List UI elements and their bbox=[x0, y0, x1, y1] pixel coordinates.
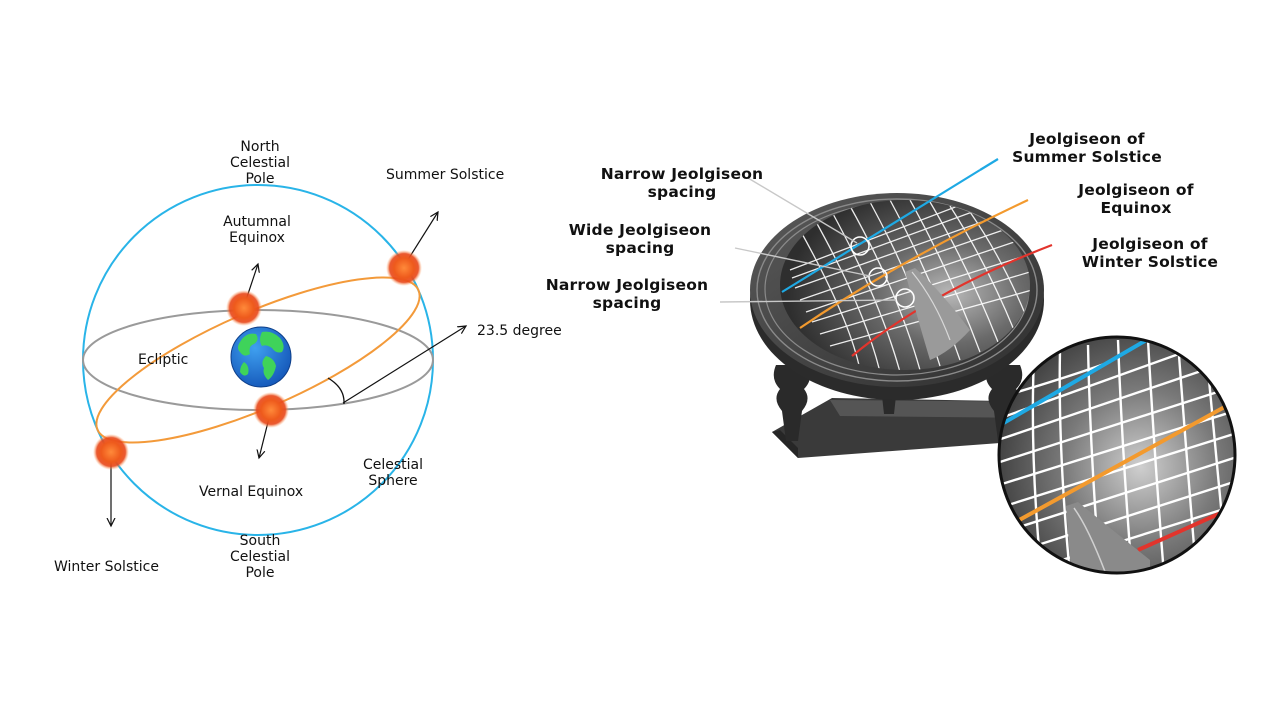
sundial-gnomon bbox=[905, 268, 970, 360]
label-narrow-spacing-bottom: Narrow Jeolgiseon spacing bbox=[545, 276, 709, 312]
label-summer-solstice: Summer Solstice bbox=[386, 167, 505, 183]
narrow-spacing-marker-bottom bbox=[895, 288, 915, 308]
label-angle: 23.5 degree bbox=[477, 323, 562, 339]
label-north-celestial-pole: North Celestial Pole bbox=[229, 139, 291, 187]
label-celestial-sphere: Celestial Sphere bbox=[362, 457, 424, 489]
sun-winter-solstice-icon bbox=[93, 434, 129, 470]
label-winter-solstice: Winter Solstice bbox=[54, 559, 159, 575]
label-vernal-equinox: Vernal Equinox bbox=[199, 484, 304, 500]
earth-icon bbox=[230, 326, 292, 388]
sun-vernal-equinox-icon bbox=[253, 392, 289, 428]
summer-solstice-line bbox=[781, 169, 981, 293]
label-jeolgiseon-equinox: Jeolgiseon of Equinox bbox=[1078, 181, 1194, 217]
sun-summer-solstice-icon bbox=[386, 250, 422, 286]
label-wide-spacing: Wide Jeolgiseon spacing bbox=[568, 221, 712, 257]
sun-autumnal-equinox-icon bbox=[226, 290, 262, 326]
sundial-illustration bbox=[719, 158, 1237, 575]
celestial-sphere-diagram bbox=[82, 184, 466, 536]
angle-arc bbox=[327, 377, 345, 405]
label-jeolgiseon-summer: Jeolgiseon of Summer Solstice bbox=[1012, 130, 1162, 166]
label-autumnal-equinox: Autumnal Equinox bbox=[223, 214, 291, 246]
wide-spacing-marker bbox=[868, 267, 888, 287]
label-jeolgiseon-winter: Jeolgiseon of Winter Solstice bbox=[1081, 235, 1219, 271]
label-ecliptic: Ecliptic bbox=[138, 352, 189, 368]
equinox-line bbox=[799, 199, 1029, 329]
narrow-spacing-marker-top bbox=[850, 236, 870, 256]
lens-summer-line bbox=[999, 337, 1152, 430]
label-south-celestial-pole: South Celestial Pole bbox=[229, 533, 291, 581]
label-narrow-spacing-top: Narrow Jeolgiseon spacing bbox=[600, 165, 764, 201]
sundial-leg-right bbox=[985, 365, 1023, 441]
lens-winter-line bbox=[1137, 506, 1233, 552]
angle-pointer-line bbox=[342, 326, 466, 404]
lens-equinox-line bbox=[1011, 402, 1231, 526]
magnified-detail bbox=[997, 335, 1237, 575]
sundial-leg-left bbox=[773, 365, 811, 441]
lens-gnomon bbox=[1066, 502, 1150, 573]
